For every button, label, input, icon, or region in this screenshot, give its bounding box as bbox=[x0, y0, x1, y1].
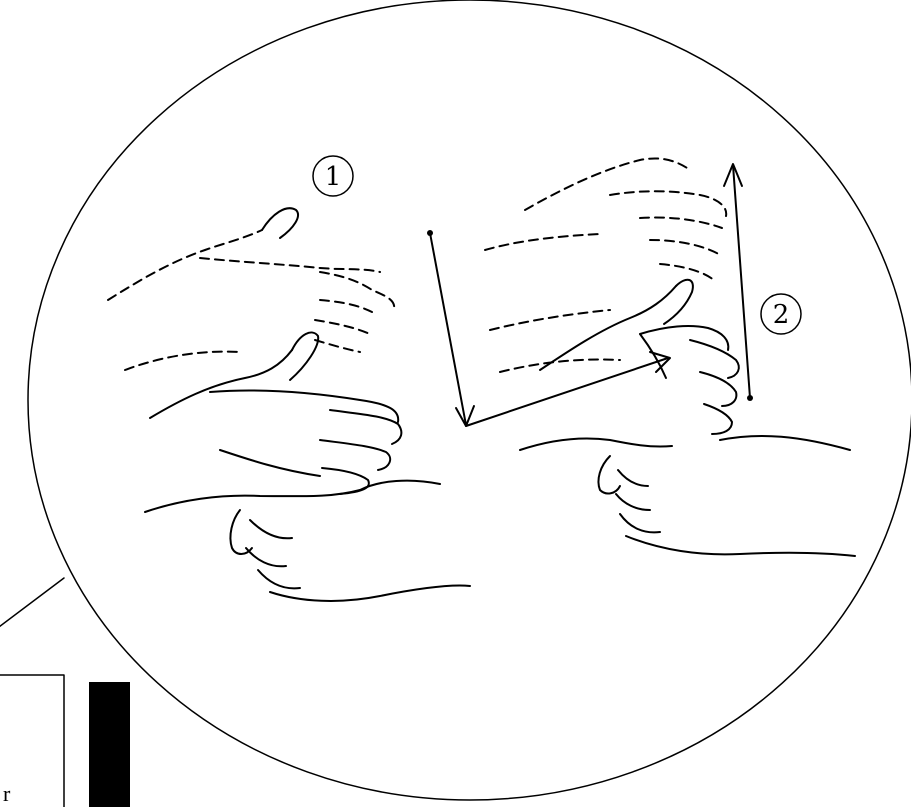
black-bar bbox=[89, 682, 130, 807]
cropped-box-text: r bbox=[3, 781, 11, 806]
step-two-marker: 2 bbox=[761, 294, 801, 334]
zoom-circle bbox=[28, 0, 911, 800]
callout-line bbox=[0, 578, 64, 630]
step-two-label: 2 bbox=[773, 300, 790, 330]
step-one-marker: 1 bbox=[313, 156, 353, 196]
step-one-label: 1 bbox=[325, 162, 342, 192]
step-one-hands bbox=[108, 208, 470, 601]
movement-arrow bbox=[427, 230, 670, 426]
